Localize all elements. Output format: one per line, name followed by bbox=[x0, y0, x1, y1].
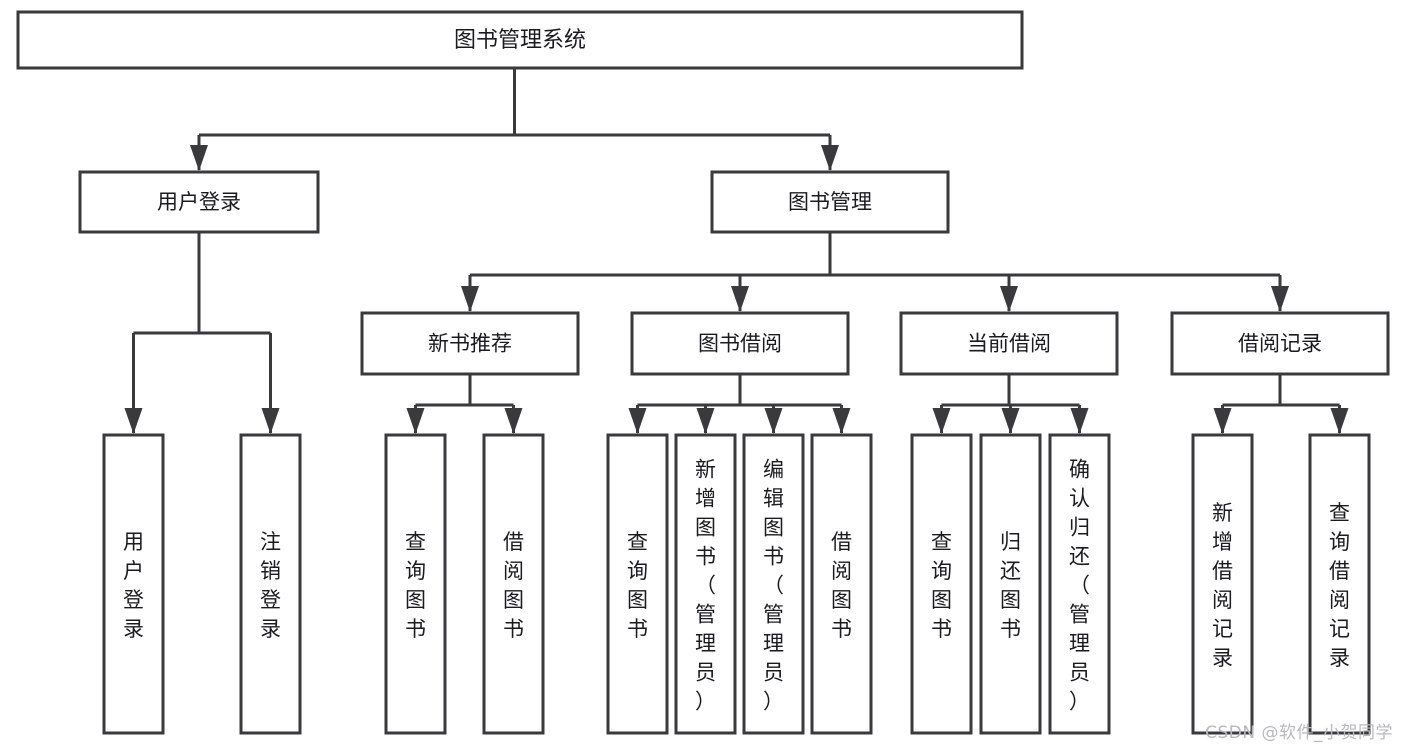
arrow-head-icon bbox=[124, 408, 143, 434]
root-node-undefined[interactable]: 图书管理系统 bbox=[16, 10, 1024, 70]
leaf-node-leaf-rec-query[interactable]: 查询图书 bbox=[384, 433, 447, 735]
node-box[interactable] bbox=[606, 433, 669, 735]
node-box[interactable] bbox=[710, 170, 950, 234]
arrow-head-icon bbox=[1330, 408, 1349, 434]
level3-node-current-borrow[interactable]: 当前借阅 bbox=[899, 311, 1119, 376]
node-box[interactable] bbox=[239, 433, 302, 735]
node-box[interactable] bbox=[482, 433, 545, 735]
arrow-head-icon bbox=[1213, 408, 1232, 434]
arrow-head-icon bbox=[1001, 408, 1020, 434]
csdn-watermark: CSDN @软件_小贺同学 bbox=[1205, 723, 1393, 743]
arrow-head-icon bbox=[628, 408, 647, 434]
node-label: 图书管理系统 bbox=[454, 28, 586, 53]
node-box[interactable] bbox=[16, 10, 1024, 70]
node-box[interactable] bbox=[384, 433, 447, 735]
arrow-head-icon bbox=[1271, 286, 1289, 312]
node-box[interactable] bbox=[810, 433, 873, 735]
node-box[interactable] bbox=[674, 433, 737, 735]
arrow-head-icon bbox=[461, 286, 479, 312]
node-label: 用户登录 bbox=[157, 190, 241, 214]
arrow-head-icon bbox=[261, 408, 280, 434]
leaf-node-leaf-borrow-edit[interactable]: 编辑图书（管理员） bbox=[742, 433, 805, 735]
arrow-head-icon bbox=[764, 408, 783, 434]
arrow-head-icon bbox=[932, 408, 951, 434]
node-label: 新书推荐 bbox=[428, 332, 512, 356]
level2-node-user-login[interactable]: 用户登录 bbox=[78, 170, 320, 234]
connectors-layer bbox=[124, 68, 1349, 434]
node-box[interactable] bbox=[78, 170, 320, 234]
arrow-head-icon bbox=[1070, 408, 1089, 434]
leaf-node-leaf-user-login[interactable]: 用户登录 bbox=[102, 433, 165, 735]
node-label: 新增图书（管理员） bbox=[695, 458, 716, 714]
node-box[interactable] bbox=[742, 433, 805, 735]
node-label: 归还图书 bbox=[1000, 530, 1021, 641]
node-label: 图书管理 bbox=[788, 190, 872, 214]
arrow-head-icon bbox=[190, 145, 208, 171]
leaf-node-leaf-cur-query[interactable]: 查询图书 bbox=[910, 433, 973, 735]
node-box[interactable] bbox=[910, 433, 973, 735]
node-label: 确认归还（管理员） bbox=[1069, 458, 1090, 714]
node-box[interactable] bbox=[979, 433, 1042, 735]
leaf-node-leaf-rec-borrow[interactable]: 借阅图书 bbox=[482, 433, 545, 735]
level3-node-borrow-record[interactable]: 借阅记录 bbox=[1170, 311, 1390, 376]
node-label: 编辑图书（管理员） bbox=[763, 458, 784, 714]
arrow-head-icon bbox=[504, 408, 523, 434]
node-box[interactable] bbox=[1048, 433, 1111, 735]
arrow-head-icon bbox=[832, 408, 851, 434]
level3-node-book-borrow[interactable]: 图书借阅 bbox=[630, 311, 850, 376]
node-label: 查询图书 bbox=[627, 530, 648, 641]
level2-node-book-manage[interactable]: 图书管理 bbox=[710, 170, 950, 234]
node-label: 用户登录 bbox=[123, 530, 144, 641]
arrow-head-icon bbox=[731, 286, 749, 312]
node-label: 新增借阅记录 bbox=[1212, 501, 1233, 670]
leaf-node-leaf-user-logout[interactable]: 注销登录 bbox=[239, 433, 302, 735]
leaf-node-leaf-rec-find[interactable]: 查询借阅记录 bbox=[1308, 433, 1371, 735]
arrow-head-icon bbox=[696, 408, 715, 434]
arrow-head-icon bbox=[1000, 286, 1018, 312]
leaf-node-leaf-borrow-do[interactable]: 借阅图书 bbox=[810, 433, 873, 735]
node-label: 注销登录 bbox=[260, 530, 281, 641]
node-label: 查询图书 bbox=[405, 530, 426, 641]
arrow-head-icon bbox=[821, 145, 839, 171]
arrow-head-icon bbox=[406, 408, 425, 434]
leaf-node-leaf-borrow-query[interactable]: 查询图书 bbox=[606, 433, 669, 735]
leaf-node-leaf-cur-confirm[interactable]: 确认归还（管理员） bbox=[1048, 433, 1111, 735]
leaf-node-leaf-rec-add[interactable]: 新增借阅记录 bbox=[1191, 433, 1254, 735]
node-box[interactable] bbox=[1191, 433, 1254, 735]
node-box[interactable] bbox=[1170, 311, 1390, 376]
node-label: 当前借阅 bbox=[967, 332, 1051, 356]
node-label: 借阅记录 bbox=[1238, 332, 1322, 356]
leaf-node-leaf-cur-return[interactable]: 归还图书 bbox=[979, 433, 1042, 735]
node-box[interactable] bbox=[360, 311, 580, 376]
node-label: 借阅图书 bbox=[503, 530, 524, 641]
node-label: 图书借阅 bbox=[698, 332, 782, 356]
node-box[interactable] bbox=[1308, 433, 1371, 735]
node-box[interactable] bbox=[899, 311, 1119, 376]
leaf-node-leaf-borrow-add[interactable]: 新增图书（管理员） bbox=[674, 433, 737, 735]
node-label: 查询图书 bbox=[931, 530, 952, 641]
level3-node-new-book-rec[interactable]: 新书推荐 bbox=[360, 311, 580, 376]
node-label: 借阅图书 bbox=[831, 530, 852, 641]
nodes-layer: 图书管理系统用户登录图书管理新书推荐图书借阅当前借阅借阅记录用户登录注销登录查询… bbox=[16, 10, 1390, 735]
node-label: 查询借阅记录 bbox=[1329, 501, 1350, 670]
node-box[interactable] bbox=[630, 311, 850, 376]
node-box[interactable] bbox=[102, 433, 165, 735]
